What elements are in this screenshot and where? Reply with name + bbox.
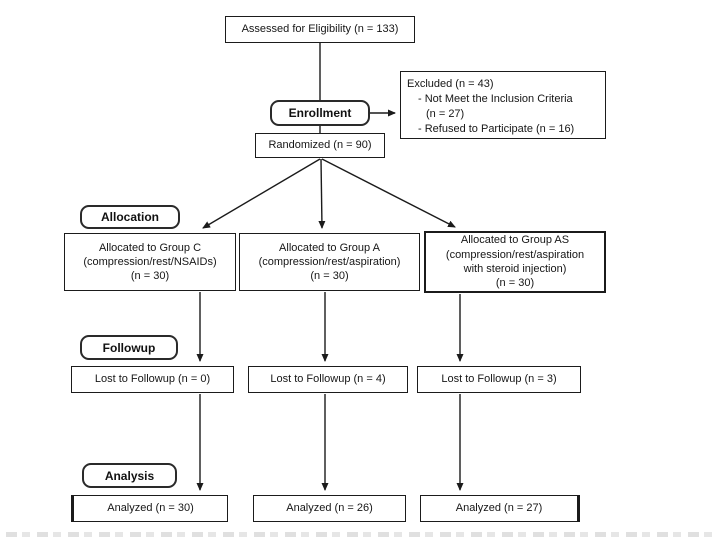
analysis-stage-label: Analysis (82, 463, 177, 488)
assessed-eligibility-box: Assessed for Eligibility (n = 133) (225, 16, 415, 43)
lost-to-followup-box-group-as: Lost to Followup (n = 3) (417, 366, 581, 393)
cropped-caption-line (6, 532, 712, 537)
allocation-stage-label: Allocation (80, 205, 180, 229)
randomized-box: Randomized (n = 90) (255, 133, 385, 158)
analyzed-text-c: Analyzed (n = 30) (107, 502, 194, 515)
group-as-line-4: (n = 30) (495, 277, 535, 290)
assessed-eligibility-text: Assessed for Eligibility (n = 133) (241, 23, 399, 36)
group-as-line-1: Allocated to Group AS (460, 234, 570, 247)
analyzed-text-as: Analyzed (n = 27) (455, 502, 543, 515)
excluded-title: Excluded (n = 43) (407, 78, 494, 90)
followup-label-text: Followup (102, 340, 156, 355)
allocation-box-group-c: Allocated to Group C (compression/rest/N… (64, 233, 236, 291)
lost-to-followup-box-group-a: Lost to Followup (n = 4) (248, 366, 408, 393)
lost-to-followup-text-as: Lost to Followup (n = 3) (441, 373, 557, 386)
analyzed-box-group-c: Analyzed (n = 30) (71, 495, 228, 522)
allocation-box-group-as: Allocated to Group AS (compression/rest/… (424, 231, 606, 293)
lost-to-followup-text-c: Lost to Followup (n = 0) (94, 373, 211, 386)
analyzed-box-group-as: Analyzed (n = 27) (420, 495, 580, 522)
excluded-reason-2: - Refused to Participate (n = 16) (418, 122, 575, 135)
group-a-line-2: (compression/rest/aspiration) (258, 255, 401, 268)
followup-stage-label: Followup (80, 335, 178, 360)
randomized-text: Randomized (n = 90) (268, 139, 372, 152)
enrollment-label-text: Enrollment (288, 106, 352, 120)
excluded-box: Excluded (n = 43) - Not Meet the Inclusi… (400, 71, 606, 139)
group-c-line-1: Allocated to Group C (98, 241, 202, 254)
group-a-line-3: (n = 30) (310, 270, 349, 283)
group-c-line-3: (n = 30) (130, 270, 170, 283)
excluded-reason-1-count: (n = 27) (426, 107, 465, 120)
allocation-box-group-a: Allocated to Group A (compression/rest/a… (239, 233, 420, 291)
analysis-label-text: Analysis (104, 468, 155, 483)
enrollment-stage-label: Enrollment (270, 100, 370, 126)
group-as-line-3: with steroid injection) (463, 263, 567, 275)
analyzed-box-group-a: Analyzed (n = 26) (253, 495, 406, 522)
group-a-line-1: Allocated to Group A (279, 241, 380, 254)
lost-to-followup-text-a: Lost to Followup (n = 4) (270, 373, 386, 386)
group-as-line-2: (compression/rest/aspiration (445, 248, 585, 261)
analyzed-text-a: Analyzed (n = 26) (286, 502, 373, 515)
lost-to-followup-box-group-c: Lost to Followup (n = 0) (71, 366, 234, 393)
group-c-line-2: (compression/rest/NSAIDs) (83, 255, 217, 268)
excluded-reason-1: - Not Meet the Inclusion Criteria (418, 92, 573, 105)
allocation-label-text: Allocation (100, 210, 159, 224)
